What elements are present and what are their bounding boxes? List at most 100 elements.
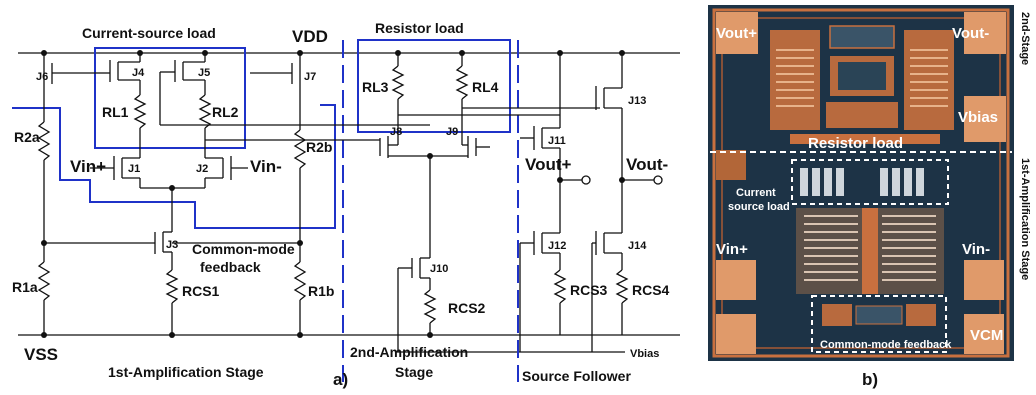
node (297, 332, 303, 338)
label-rl2: RL2 (212, 104, 239, 120)
transistor-j14: J14 (595, 231, 647, 255)
vin-pos-label: Vin+ (70, 157, 106, 176)
label-j11: J11 (548, 135, 566, 147)
chip-vin-neg-label: Vin- (962, 241, 990, 258)
label-rcs4: RCS4 (632, 282, 670, 298)
chip-frame-inner (721, 17, 1001, 349)
label-r1a: R1a (12, 279, 38, 295)
vdd-label: VDD (292, 27, 328, 46)
stage2-label-1: 2nd-Amplification (350, 344, 468, 360)
node (619, 50, 625, 56)
pad-left-low (716, 260, 756, 300)
cmfb-outline (12, 104, 336, 229)
pad-top-left (716, 12, 758, 54)
pad-right-low (964, 260, 1004, 300)
resistor-load-box (357, 39, 511, 133)
cmfb-label-2: feedback (200, 259, 261, 275)
device-block (829, 25, 895, 49)
vout-pos-label: Vout+ (525, 155, 572, 174)
transistor-j5: J5 (174, 53, 210, 82)
vbias-label: Vbias (630, 348, 659, 360)
cmfb-label-1: Common-mode (192, 241, 295, 257)
resistor-r2a (37, 121, 51, 161)
transistor-j8: J8 (379, 126, 430, 158)
pad-right-mid (964, 96, 1006, 142)
metal-trace (862, 208, 878, 294)
caption-a: a) (333, 370, 348, 389)
resistor-rcs1 (165, 269, 179, 304)
caption-b: b) (862, 370, 878, 389)
label-j7: J7 (304, 71, 316, 83)
device-block (770, 30, 820, 130)
label-j2: J2 (196, 163, 208, 175)
label-j9: J9 (446, 126, 458, 138)
chip-csl-label-1: Current (736, 187, 776, 199)
vout-pos-terminal (581, 175, 591, 185)
node (557, 50, 563, 56)
node (297, 50, 303, 56)
node (41, 332, 47, 338)
chip-vcm-label: VCM (970, 327, 1003, 344)
device-block (855, 305, 903, 325)
transistor-j2: J2 (196, 156, 232, 180)
chip-vout-pos-label: Vout+ (716, 25, 757, 42)
side-label-top: 2nd-Stage (1019, 12, 1031, 65)
label-r2a: R2a (14, 129, 40, 145)
label-rcs1: RCS1 (182, 283, 220, 299)
side-label-bottom: 1st-Amplification Stage (1019, 158, 1031, 280)
vout-neg-label: Vout- (626, 155, 668, 174)
label-j8: J8 (390, 126, 402, 138)
transistor-j12: J12 (533, 231, 566, 255)
current-source-load-region (791, 159, 949, 205)
finger-array-csl (800, 168, 924, 196)
metal-trace (790, 134, 940, 144)
node (137, 50, 143, 56)
resistor-rl3 (391, 65, 405, 100)
node (169, 332, 175, 338)
label-rl4: RL4 (472, 79, 499, 95)
label-r1b: R1b (308, 283, 334, 299)
chip-vbias-label: Vbias (958, 109, 998, 126)
stage2-label-2: Stage (395, 364, 433, 380)
transistor-j4: J4 (109, 53, 145, 82)
node (41, 50, 47, 56)
label-r2b: R2b (306, 139, 332, 155)
current-source-load-label: Current-source load (82, 25, 216, 41)
transistor-j3: J3 (154, 231, 178, 254)
resistor-r1b (293, 261, 307, 301)
transistor-j7: J7 (250, 53, 316, 84)
chip-csl-label-2: source load (728, 201, 790, 213)
transistor-j11: J11 (533, 126, 566, 150)
resistor-rcs4 (615, 269, 629, 304)
label-j1: J1 (128, 163, 140, 175)
resistor-load-label: Resistor load (375, 20, 464, 36)
label-rl3: RL3 (362, 79, 389, 95)
current-source-load-box (94, 47, 246, 149)
finger-array-input (804, 215, 936, 281)
label-j13: J13 (628, 95, 646, 107)
label-rcs2: RCS2 (448, 300, 486, 316)
transistor-j9: J9 (430, 126, 477, 158)
device-block (822, 304, 852, 326)
resistor-r2b (293, 129, 307, 169)
device-block (838, 62, 886, 90)
vout-neg-terminal (653, 175, 663, 185)
device-block (906, 304, 936, 326)
label-j3: J3 (166, 239, 178, 251)
resistor-rcs3 (553, 269, 567, 304)
label-j5: J5 (198, 67, 210, 79)
chip-vin-pos-label: Vin+ (716, 241, 748, 258)
label-j6: J6 (36, 71, 48, 83)
label-j12: J12 (548, 240, 566, 252)
resistor-rcs2 (423, 289, 437, 324)
label-j14: J14 (628, 240, 647, 252)
resistor-rl1 (133, 94, 147, 129)
device-block (904, 30, 954, 130)
transistor-j6: J6 (36, 53, 96, 84)
transistor-j13: J13 (595, 86, 646, 110)
resistor-r1a (37, 261, 51, 301)
label-rcs3: RCS3 (570, 282, 608, 298)
pad-bottom-left (716, 314, 756, 354)
node (395, 50, 401, 56)
